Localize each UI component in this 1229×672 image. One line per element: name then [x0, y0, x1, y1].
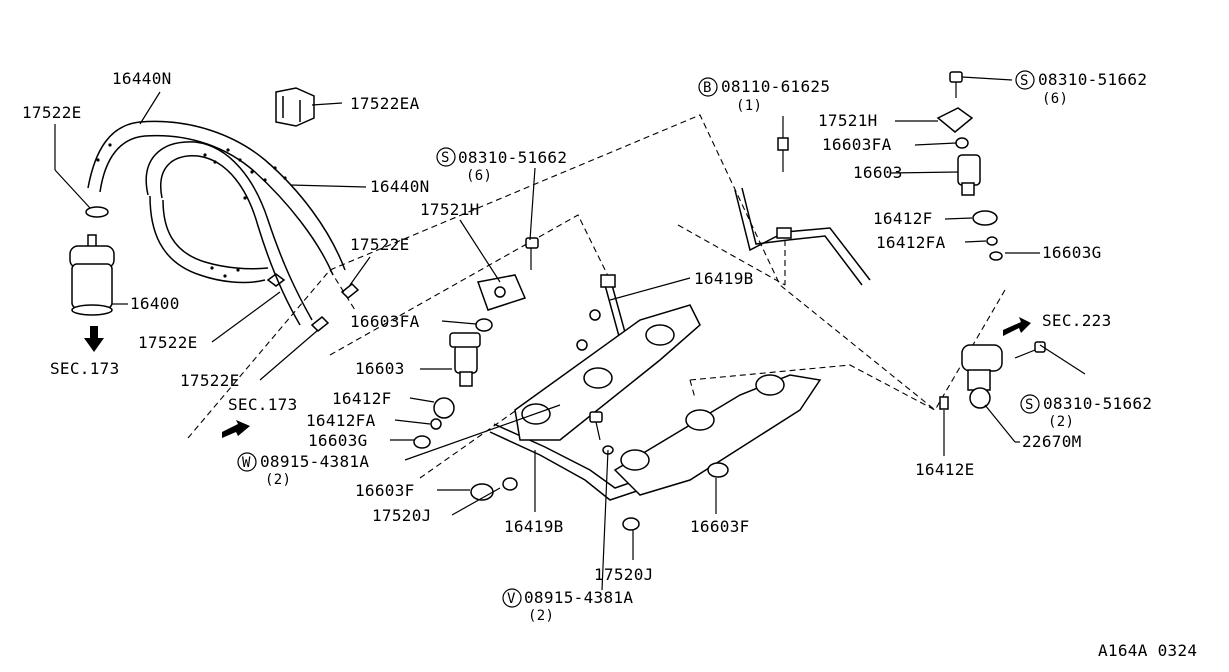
insulator-16603FA-right — [955, 137, 969, 149]
label-17521H-a: 17521H — [420, 200, 480, 219]
screw-icon — [949, 71, 963, 98]
label-16440N-mid: 16440N — [370, 177, 430, 196]
o-ring-16603G-left — [413, 435, 431, 449]
label-17520J-a: 17520J — [372, 506, 432, 525]
washer-17520J-left — [502, 477, 518, 491]
label-16412F-a: 16412F — [332, 389, 392, 408]
label-16412FA-a: 16412FA — [306, 411, 376, 430]
prefix-s-2: S — [1020, 73, 1029, 89]
fuel-filter-16400 — [69, 234, 115, 316]
label-17521H-b: 17521H — [818, 111, 878, 130]
label-V08915-qty: (2) — [528, 608, 554, 624]
label-16603G-b: 16603G — [1042, 243, 1102, 262]
label-17520J-b: 17520J — [594, 565, 654, 584]
seal-16412FA-left — [430, 418, 442, 430]
label-16412FA-b: 16412FA — [876, 233, 946, 252]
label-17522E-d: 17522E — [180, 371, 240, 390]
bolt-icon — [525, 237, 539, 270]
label-V08915: 08915-4381A — [524, 588, 633, 607]
label-16603-b: 16603 — [853, 163, 903, 182]
label-16419B-a: 16419B — [504, 517, 564, 536]
seal-16412E — [939, 396, 949, 410]
injector-16603-right — [957, 154, 981, 196]
prefix-b: B — [703, 80, 712, 96]
arrow-right-icon — [222, 420, 250, 438]
seal-16412F-left — [433, 397, 455, 419]
label-16603F-a: 16603F — [355, 481, 415, 500]
washer-17520J-right — [622, 517, 640, 531]
circled-prefix-markers — [237, 70, 1040, 608]
label-17522E-left: 17522E — [22, 103, 82, 122]
label-22670M: 22670M — [1022, 432, 1082, 451]
fuel-tube-upper — [734, 137, 871, 286]
label-S08310-b-qty: (6) — [1042, 91, 1068, 107]
label-16603FA-b: 16603FA — [822, 135, 892, 154]
label-17522EA: 17522EA — [350, 94, 420, 113]
label-S08310-a-qty: (6) — [466, 168, 492, 184]
label-16603-a: 16603 — [355, 359, 405, 378]
insulator-16603FA-left — [475, 318, 493, 332]
label-16412E: 16412E — [915, 460, 975, 479]
label-S08310-c-qty: (2) — [1048, 414, 1074, 430]
injector-holder-17521H-right — [936, 107, 974, 133]
label-16412F-b: 16412F — [873, 209, 933, 228]
arrow-down-icon — [84, 326, 104, 352]
seal-16412FA-right — [986, 236, 998, 246]
label-sec223: SEC.223 — [1042, 311, 1112, 330]
leader-lines — [54, 76, 1086, 591]
prefix-s-1: S — [441, 150, 450, 166]
label-sec173-b: SEC.173 — [228, 395, 298, 414]
pressure-regulator-22670M — [961, 341, 1046, 409]
prefix-v: V — [507, 591, 516, 607]
label-16603F-b: 16603F — [690, 517, 750, 536]
hose-clamp-icon — [85, 87, 360, 333]
prefix-s-3: S — [1025, 397, 1034, 413]
arrow-right-icon — [1003, 317, 1031, 336]
label-S08310-a: 08310-51662 — [458, 148, 567, 167]
fuel-rail-right — [613, 374, 822, 496]
label-B08110: 08110-61625 — [721, 77, 830, 96]
label-16603FA-a: 16603FA — [350, 312, 420, 331]
label-16440N-top: 16440N — [112, 69, 172, 88]
seal-16412F-right — [972, 210, 998, 226]
label-17522E-c: 17522E — [138, 333, 198, 352]
bolt-icon — [589, 411, 603, 441]
label-S08310-c: 08310-51662 — [1043, 394, 1152, 413]
diagram-reference-code: A164A 0324 — [1098, 641, 1197, 660]
label-W08915-a: 08915-4381A — [260, 452, 369, 471]
o-ring-16603G-right — [989, 251, 1003, 261]
label-16419B-b: 16419B — [694, 269, 754, 288]
label-16400: 16400 — [130, 294, 180, 313]
label-W08915-a-qty: (2) — [265, 472, 291, 488]
label-sec173-a: SEC.173 — [50, 359, 120, 378]
label-S08310-b: 08310-51662 — [1038, 70, 1147, 89]
fuel-hose-16440N — [87, 120, 346, 326]
injector-holder-17521H-left — [476, 274, 527, 311]
label-16603G-a: 16603G — [308, 431, 368, 450]
injector-16603-left — [449, 332, 481, 387]
fuel-rail-left — [514, 304, 701, 441]
label-17522E-b: 17522E — [350, 235, 410, 254]
label-B08110-qty: (1) — [736, 98, 762, 114]
prefix-w: W — [242, 455, 251, 471]
